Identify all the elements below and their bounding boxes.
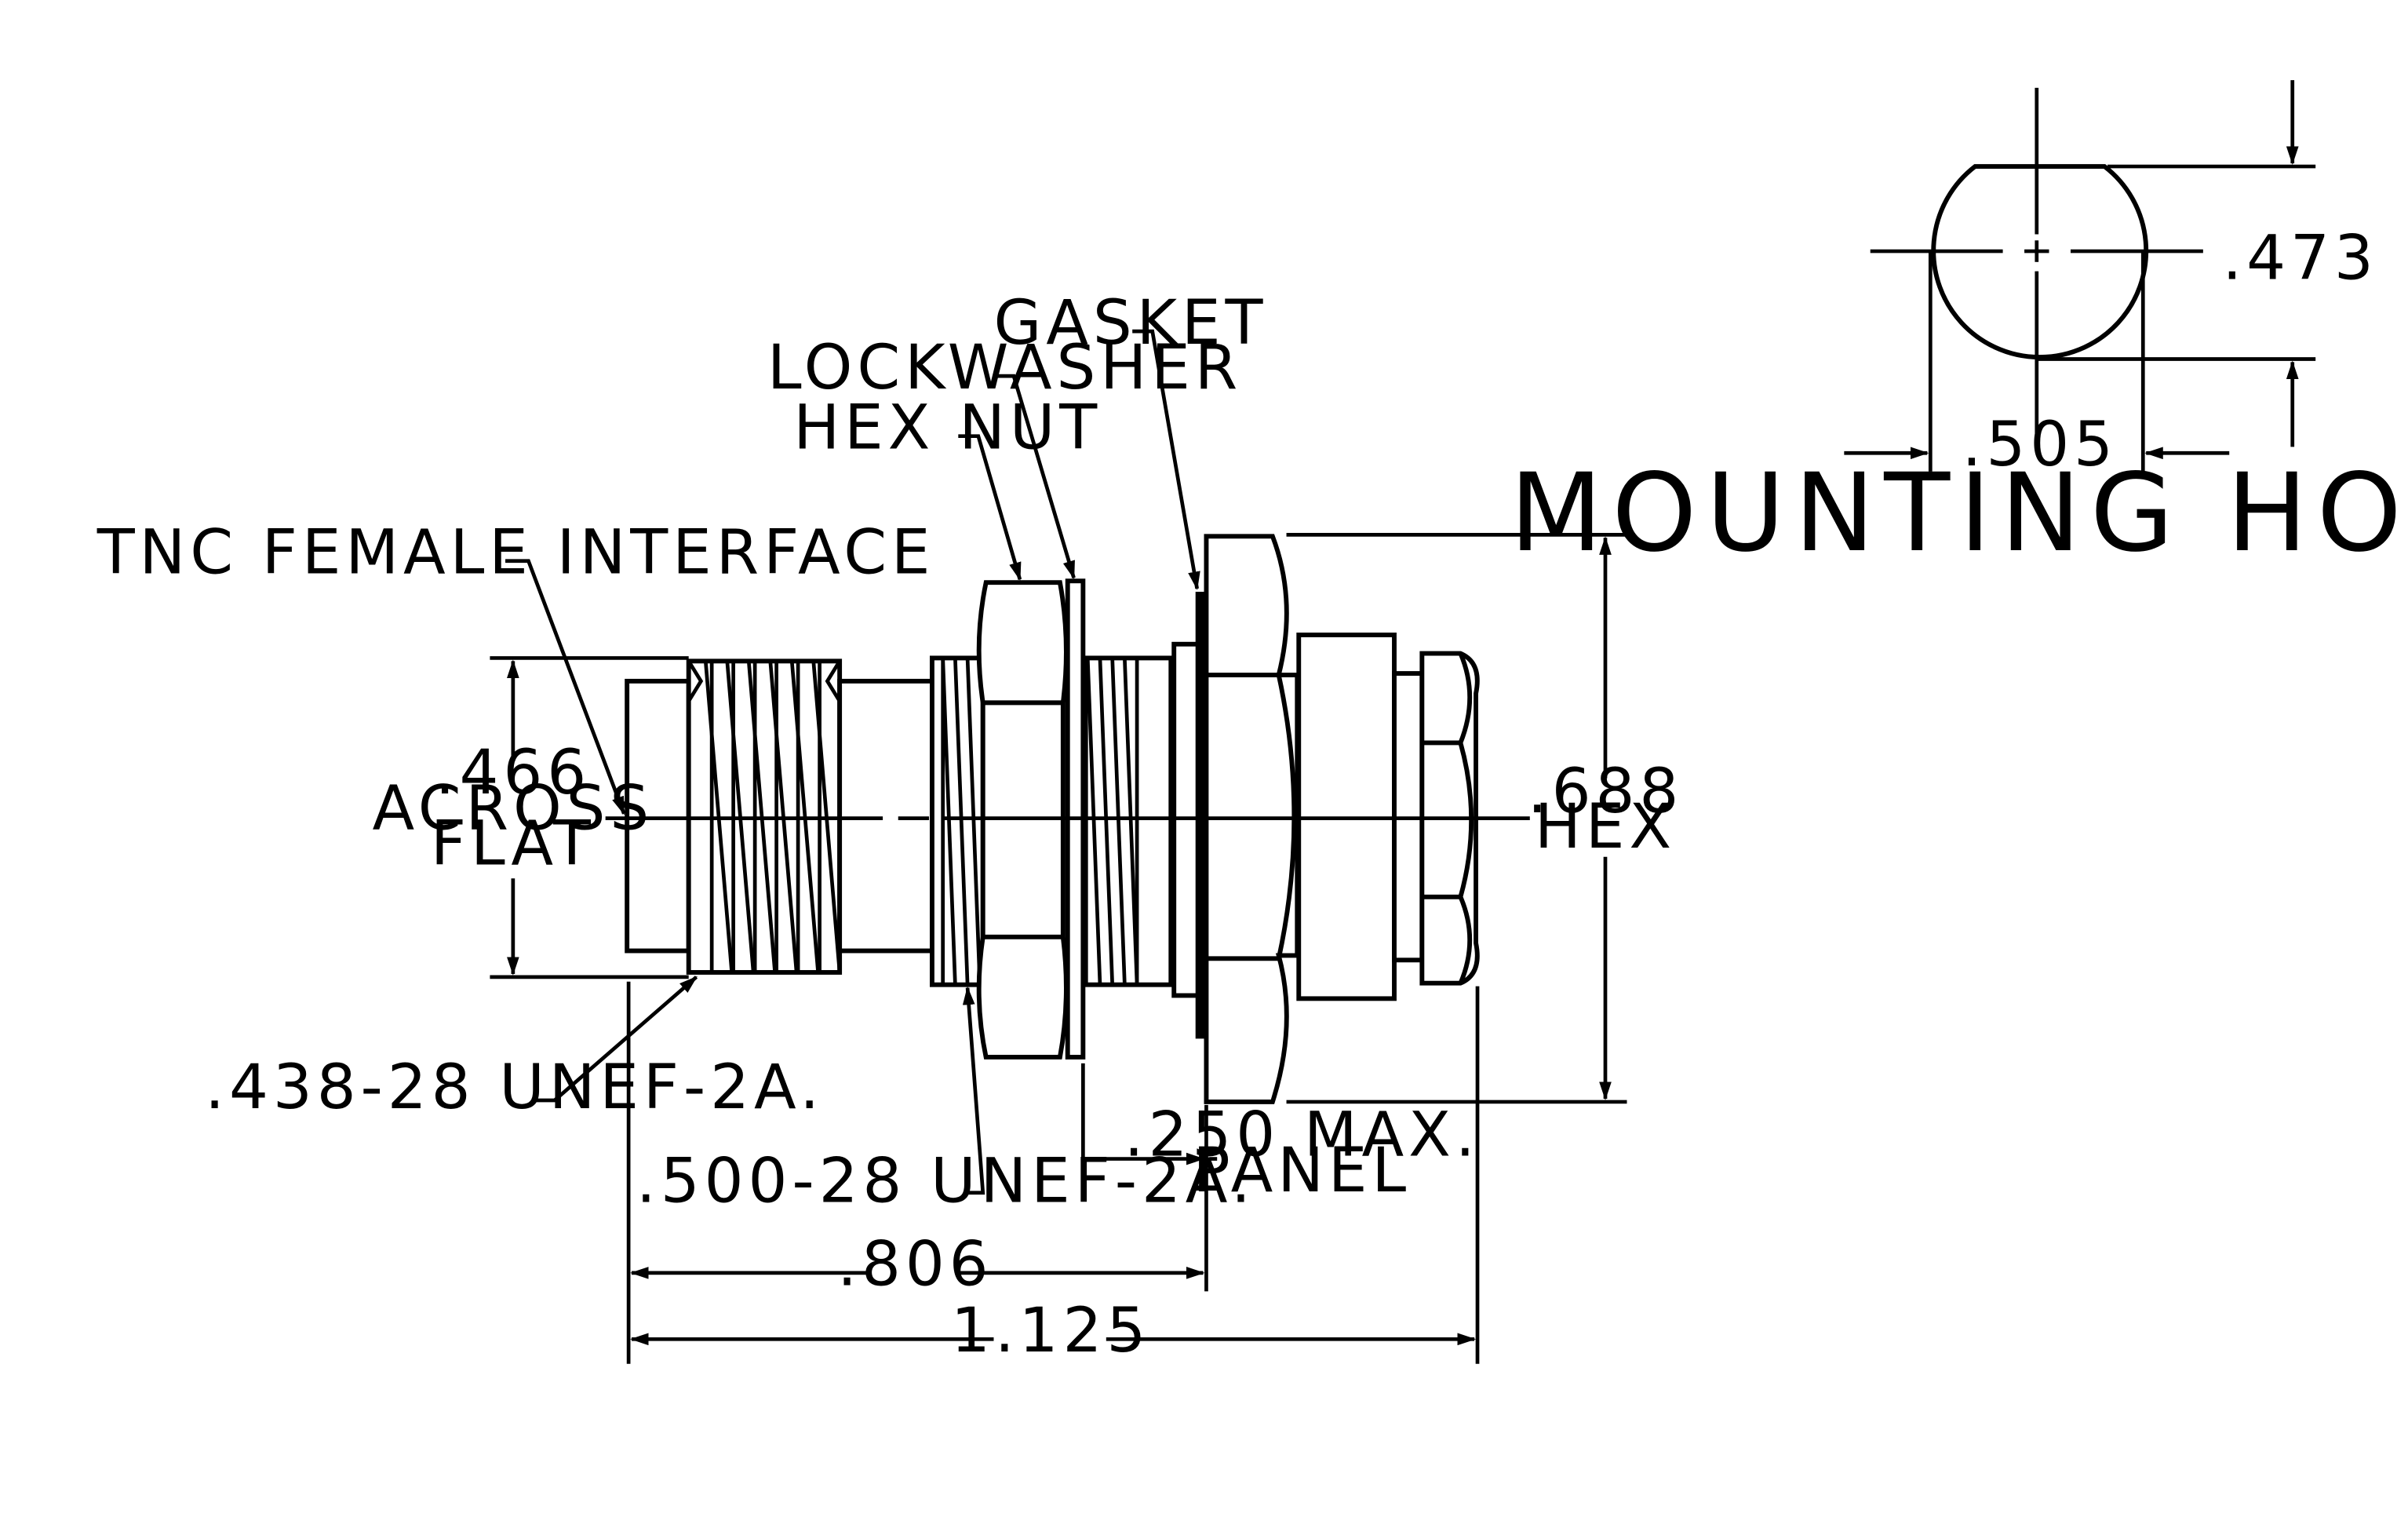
mounting-hole-diameter-dim: .505: [1962, 408, 2118, 480]
label-hex-nut: HEX NUT: [793, 391, 1102, 463]
dim-hex: .688 HEX: [1286, 532, 1683, 1104]
dim-lengths: .806 1.125: [626, 981, 1480, 1366]
dim-806-value: .806: [837, 1228, 993, 1300]
label-gasket: GASKET: [993, 286, 1267, 359]
dim-1125-value: 1.125: [951, 1294, 1150, 1366]
dim-across-flat-line3: FLAT: [431, 808, 596, 880]
label-tnc-interface: TNC FEMALE INTERFACE: [97, 516, 935, 588]
mounting-hole-view: .473 .505 MOUNTING HOLE: [1510, 80, 2408, 576]
label-thread-500: .500-28 UNEF-2A.: [636, 1145, 1255, 1217]
label-panel-max: .250 MAX.: [1124, 1099, 1480, 1171]
dim-hex-label: HEX: [1535, 790, 1676, 863]
dim-across-flat-value: .466: [435, 736, 591, 808]
gasket-shape: [1195, 591, 1205, 1039]
dim-across-flat-line2: ACROSS: [373, 771, 654, 844]
dim-hex-value: .688: [1528, 755, 1683, 827]
dim-across-flat: .466 ACROSS FLAT: [373, 656, 689, 979]
label-thread-438: .438-28 UNEF-2A.: [205, 1051, 824, 1123]
label-panel: PANEL: [1193, 1134, 1411, 1206]
mounting-hole-flat-dim: .473: [2222, 221, 2377, 294]
callouts: GASKET LOCKWASHER HEX NUT TNC FEMALE INT…: [97, 286, 1480, 1217]
mounting-hole-title: MOUNTING HOLE: [1510, 450, 2408, 576]
label-lockwasher: LOCKWASHER: [767, 331, 1242, 403]
